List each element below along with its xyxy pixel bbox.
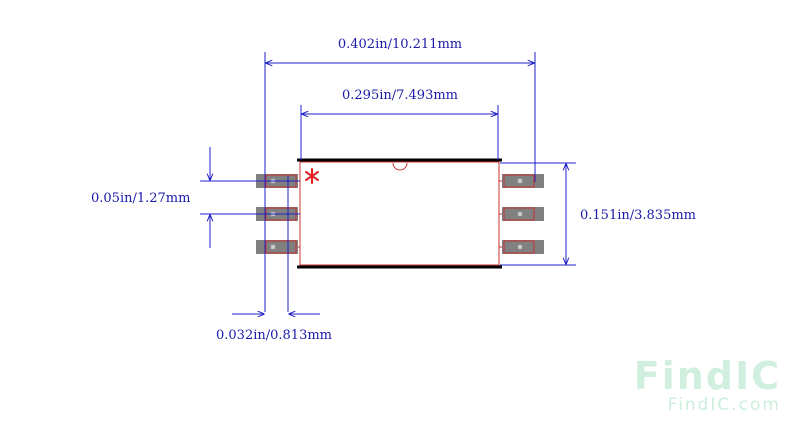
overall-width-label: 0.402in/10.211mm xyxy=(338,37,462,52)
pin1-notch xyxy=(392,162,408,171)
pad-6 xyxy=(499,174,544,188)
watermark-logo: FindIC xyxy=(634,354,781,398)
dimension-body-height xyxy=(500,162,576,266)
pad-5 xyxy=(499,207,544,221)
pin1-marker-icon xyxy=(305,168,319,184)
pad-4 xyxy=(499,240,544,254)
watermark-url: FindIC.com xyxy=(668,395,781,415)
dimension-overall-width xyxy=(264,52,536,312)
pitch-label: 0.05in/1.27mm xyxy=(91,191,190,206)
dimension-pad-width xyxy=(232,176,320,314)
body-height-label: 0.151in/3.835mm xyxy=(580,208,696,223)
right-pads xyxy=(499,174,544,254)
body-width-label: 0.295in/7.493mm xyxy=(342,88,458,103)
dimension-pitch xyxy=(200,147,300,248)
dimension-body-width xyxy=(300,105,499,160)
body-outline xyxy=(299,161,500,266)
pad-3 xyxy=(256,240,300,254)
watermark: FindIC FindIC.com xyxy=(634,354,781,415)
pad-width-label: 0.032in/0.813mm xyxy=(216,328,332,343)
component-body xyxy=(297,158,502,269)
